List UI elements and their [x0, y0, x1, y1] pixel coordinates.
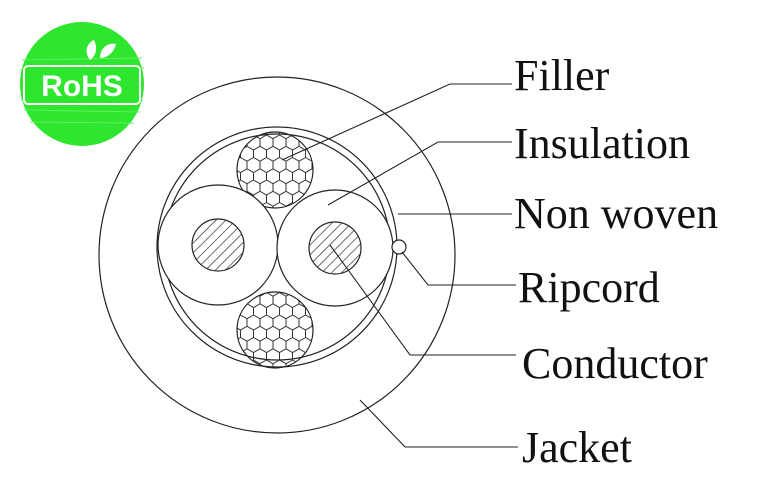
- labels: Filler Insulation Non woven Ripcord Cond…: [514, 51, 718, 472]
- rohs-badge: RoHS: [19, 22, 145, 146]
- rohs-text-band: [23, 65, 141, 105]
- leader-filler: [281, 83, 512, 161]
- leader-jacket: [359, 399, 518, 448]
- label-jacket: Jacket: [522, 423, 632, 472]
- conductor-right: [308, 221, 362, 275]
- cable-drawing: [98, 76, 456, 434]
- ripcord: [391, 239, 407, 255]
- leader-ripcord: [401, 251, 516, 286]
- leader-insulation: [327, 141, 512, 206]
- jacket-outline: [98, 76, 456, 434]
- filler-top: [236, 131, 314, 209]
- rohs-text: RoHS: [41, 70, 123, 103]
- label-non-woven: Non woven: [514, 189, 718, 238]
- leader-lines: [281, 83, 518, 448]
- label-filler: Filler: [514, 51, 610, 100]
- label-insulation: Insulation: [514, 119, 690, 168]
- conductor-left: [191, 218, 245, 272]
- leader-conductor: [329, 244, 516, 356]
- filler-bottom: [236, 291, 314, 369]
- label-ripcord: Ripcord: [518, 263, 660, 312]
- label-conductor: Conductor: [522, 339, 708, 388]
- leaf-icon: [86, 40, 116, 60]
